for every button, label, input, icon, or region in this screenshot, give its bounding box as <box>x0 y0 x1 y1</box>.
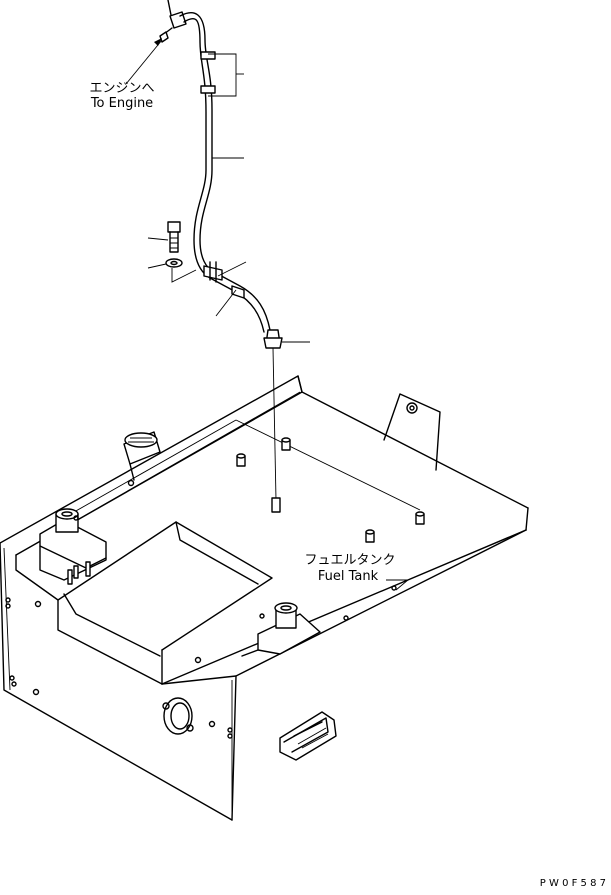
washer-icon <box>165 258 183 268</box>
face-screws <box>5 479 397 739</box>
floor-studs <box>236 437 425 543</box>
drawing-code: P W 0 F 5 8 7 <box>540 878 606 889</box>
step-handle <box>279 711 337 761</box>
mount-bracket-right <box>383 393 441 471</box>
fuel-hose <box>179 12 271 331</box>
hose-clamp-lower <box>200 85 216 94</box>
hose-clip <box>231 285 245 299</box>
engine-label-en: To Engine <box>90 96 153 111</box>
tank-fitting <box>263 329 283 349</box>
engine-fitting <box>159 0 187 43</box>
tank-connector <box>271 497 281 513</box>
bracket-clamp <box>203 261 223 283</box>
filler-neck <box>39 508 107 581</box>
hose-assembly <box>159 0 283 513</box>
drain-cap-icon <box>241 602 321 657</box>
tank-label-jp: フュエルタンク <box>304 553 395 568</box>
fuel-gauge-icon <box>123 431 161 481</box>
inspection-port <box>162 697 194 735</box>
fuel-tank <box>0 375 529 821</box>
bolt-icon <box>167 221 181 253</box>
engine-label-jp: エンジンへ <box>89 81 154 96</box>
tank-recess <box>57 521 273 685</box>
tank-label-en: Fuel Tank <box>318 569 379 584</box>
hose-clamp-upper <box>200 51 216 60</box>
